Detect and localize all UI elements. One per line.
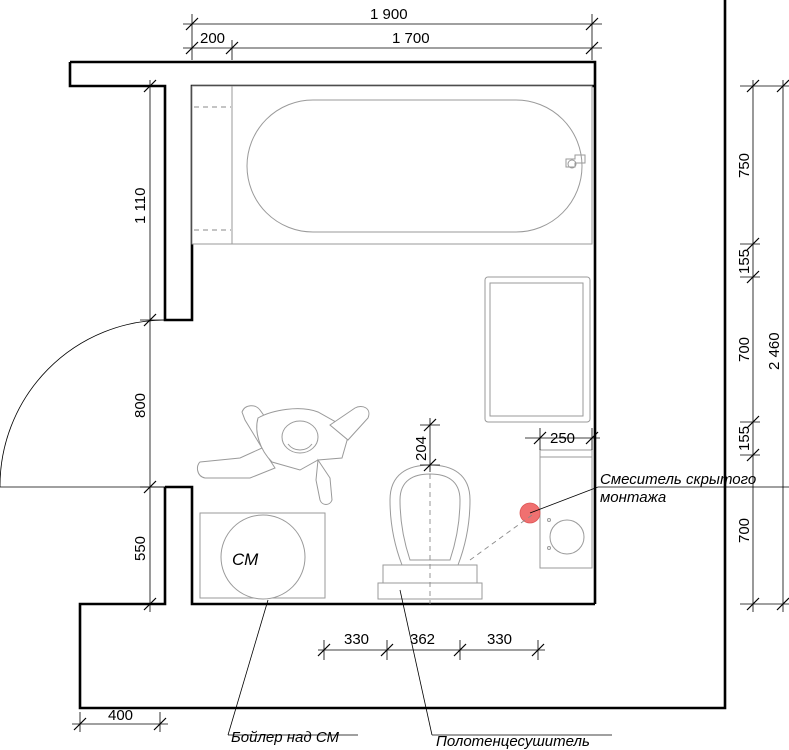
dim-toilet-offset: 204 <box>413 436 430 461</box>
sink-width-dimension <box>525 428 600 450</box>
washer-drum <box>220 514 306 600</box>
dim-top-right: 1 700 <box>392 30 430 47</box>
dim-bottom-left: 400 <box>108 707 133 724</box>
dim-left-lower: 550 <box>132 536 149 561</box>
toilet <box>377 464 483 604</box>
dim-bottom-3: 330 <box>487 631 512 648</box>
bathtub-basin <box>246 99 583 233</box>
dim-bottom-1: 330 <box>344 631 369 648</box>
toilet-offset-dimension <box>420 418 440 472</box>
bottom-toilet-dimensions <box>317 640 545 660</box>
cabinet <box>484 276 591 423</box>
dim-bottom-2: 362 <box>410 631 435 648</box>
washing-machine <box>199 512 326 600</box>
dim-right-total: 2 460 <box>766 332 783 370</box>
dim-top-left: 200 <box>200 30 225 47</box>
boiler-leader <box>227 599 269 736</box>
dim-left-door: 800 <box>132 393 149 418</box>
dim-sink-width: 250 <box>550 430 575 447</box>
wall-lower-left <box>78 0 727 710</box>
left-dimensions <box>140 79 165 612</box>
towel-dryer-leader <box>399 589 433 736</box>
dim-left-upper: 1 110 <box>132 188 149 224</box>
dim-top-overall: 1 900 <box>370 6 408 23</box>
dim-right-3: 700 <box>736 337 753 362</box>
sink-bowl <box>549 519 585 555</box>
right-dimensions <box>740 79 789 612</box>
dim-right-2: 155 <box>736 249 753 274</box>
towel-dryer-label: Полотенцесушитель <box>436 733 590 750</box>
boiler-label: Бойлер над СМ <box>231 729 339 746</box>
mixer-label-line2: монтажа <box>600 489 666 506</box>
washer-label: СМ <box>232 550 259 569</box>
mixer-label-line1: Смеситель скрытого <box>600 471 756 488</box>
sink <box>539 449 593 569</box>
top-dimensions <box>183 14 602 60</box>
person-figure <box>196 405 370 505</box>
door-swing-arc <box>0 319 166 487</box>
door <box>0 319 166 488</box>
dim-right-1: 750 <box>736 153 753 178</box>
bottom-left-dimension <box>72 712 168 732</box>
dim-right-5: 700 <box>736 518 753 543</box>
dim-right-4: 155 <box>736 426 753 451</box>
bathtub <box>191 85 593 245</box>
